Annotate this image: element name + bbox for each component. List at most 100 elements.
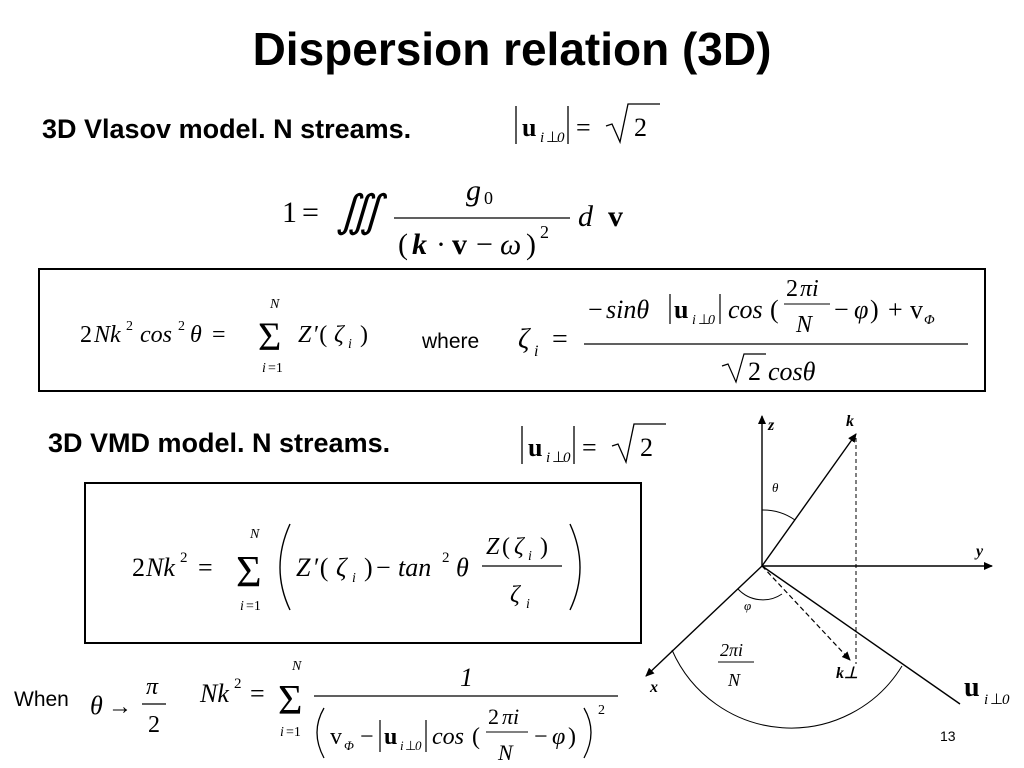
k-perp-vector <box>761 565 851 661</box>
svg-text:=1: =1 <box>268 361 283 376</box>
svg-text:): ) <box>540 534 548 560</box>
svg-text:2: 2 <box>786 276 798 302</box>
svg-text:2: 2 <box>148 712 160 738</box>
svg-text:⊥: ⊥ <box>698 313 710 328</box>
svg-text:2: 2 <box>234 676 242 692</box>
svg-text:→: → <box>108 694 132 720</box>
svg-text:v: v <box>330 724 342 750</box>
svg-text:u: u <box>384 724 397 750</box>
page-title: Dispersion relation (3D) <box>252 23 772 75</box>
svg-text:2: 2 <box>598 703 605 718</box>
vmd-heading: 3D VMD model. N streams. <box>48 428 391 458</box>
vlasov-dispersion-equation: 2 Nk 2 cos 2 θ = N Σ i =1 Z ′( ζ i ) <box>80 297 368 376</box>
svg-text:Σ: Σ <box>258 314 281 359</box>
theta-angle-label: θ <box>772 480 779 495</box>
svg-text:θ: θ <box>90 691 103 720</box>
svg-text:k: k <box>412 228 427 261</box>
svg-text:−: − <box>476 228 493 261</box>
svg-text:Σ: Σ <box>278 678 302 724</box>
svg-text:ζ: ζ <box>334 322 346 348</box>
svg-text:(: ( <box>398 228 408 261</box>
svg-text:v: v <box>910 295 923 324</box>
when-label: When <box>14 688 69 711</box>
svg-text:=: = <box>250 679 265 708</box>
svg-text:∭: ∭ <box>336 187 388 236</box>
svg-text:2: 2 <box>178 319 185 334</box>
svg-text:i: i <box>262 361 266 376</box>
page-number: 13 <box>940 728 956 744</box>
svg-text:): ) <box>360 322 368 348</box>
svg-text:i: i <box>528 549 532 564</box>
svg-text:ζ: ζ <box>336 553 348 582</box>
svg-text:=: = <box>198 553 213 582</box>
svg-text:cos: cos <box>728 295 763 324</box>
svg-text:Nk: Nk <box>199 679 229 708</box>
svg-text:N: N <box>497 740 514 765</box>
svg-text:(: ( <box>770 295 779 324</box>
svg-text:φ: φ <box>552 724 565 750</box>
svg-text:−: − <box>588 295 603 324</box>
svg-text:ζ: ζ <box>510 582 522 608</box>
svg-text:2: 2 <box>540 222 549 242</box>
svg-text:v: v <box>452 228 467 261</box>
svg-text:=: = <box>582 433 597 462</box>
svg-text:⊥: ⊥ <box>552 450 565 466</box>
svg-text:i: i <box>352 571 356 586</box>
vmd-dispersion-equation: 2 Nk 2 = N Σ i =1 Z ′( ζ i ) − tan 2 θ Z… <box>132 523 581 614</box>
where-label: where <box>422 330 480 353</box>
svg-text:=: = <box>552 324 568 355</box>
svg-text:cos: cos <box>432 724 464 750</box>
svg-text:0: 0 <box>415 738 422 753</box>
svg-text:2: 2 <box>634 113 647 142</box>
svg-text:2: 2 <box>748 357 761 386</box>
vmd-dispersion-box <box>84 482 642 644</box>
svg-text:πi: πi <box>800 276 819 302</box>
svg-text:0: 0 <box>563 450 571 466</box>
svg-text:1: 1 <box>460 663 473 692</box>
svg-text:sinθ: sinθ <box>606 295 649 324</box>
svg-text:u: u <box>674 295 688 324</box>
svg-text:i: i <box>692 313 696 328</box>
x-axis <box>645 565 763 677</box>
svg-text:v: v <box>608 200 623 233</box>
svg-text:1: 1 <box>282 196 297 229</box>
arc-angle-denominator: N <box>727 670 741 690</box>
svg-text:Φ: Φ <box>344 738 354 753</box>
svg-text:2: 2 <box>126 319 133 334</box>
vlasov-integral-equation: 1 = ∭ g 0 ( k · v − ω ) 2 d v <box>282 174 623 261</box>
svg-text:0: 0 <box>708 313 715 328</box>
svg-text:⊥: ⊥ <box>546 130 559 146</box>
u-vector <box>761 565 961 705</box>
k-vector <box>761 433 857 567</box>
svg-text:d: d <box>578 200 594 233</box>
svg-text:−: − <box>376 553 391 582</box>
svg-text:=: = <box>302 196 319 229</box>
svg-text:cos: cos <box>140 322 172 348</box>
svg-text:N: N <box>269 297 280 312</box>
svg-text:Nk: Nk <box>93 322 121 348</box>
svg-text:i: i <box>540 130 544 146</box>
svg-text:(: ( <box>472 724 480 750</box>
svg-text:i: i <box>280 725 284 740</box>
svg-text:Z: Z <box>296 553 311 582</box>
vlasov-heading: 3D Vlasov model. N streams. <box>42 114 412 144</box>
svg-text:): ) <box>568 724 576 750</box>
svg-text:): ) <box>526 228 536 261</box>
svg-text:i: i <box>984 692 988 708</box>
svg-text:Σ: Σ <box>236 547 262 596</box>
svg-text:φ: φ <box>854 295 868 324</box>
svg-text:2: 2 <box>132 553 145 582</box>
svg-text:i: i <box>526 597 530 612</box>
svg-text:=1: =1 <box>286 725 301 740</box>
svg-text:·: · <box>436 228 446 261</box>
svg-text:u: u <box>522 113 536 142</box>
svg-text:i: i <box>400 738 404 753</box>
svg-text:2: 2 <box>180 550 188 566</box>
limit-equation: Nk 2 = N Σ i =1 1 v Φ − u i ⊥ 0 cos ( 2 … <box>199 659 618 765</box>
svg-text:⊥: ⊥ <box>405 738 416 753</box>
svg-text:=: = <box>212 322 226 348</box>
svg-text:−: − <box>360 724 374 750</box>
vlasov-condition-equation: u i ⊥ 0 = 2 <box>515 103 660 146</box>
vmd-condition-equation: u i ⊥ 0 = 2 <box>521 423 666 466</box>
u-vector-label: u <box>964 672 980 703</box>
